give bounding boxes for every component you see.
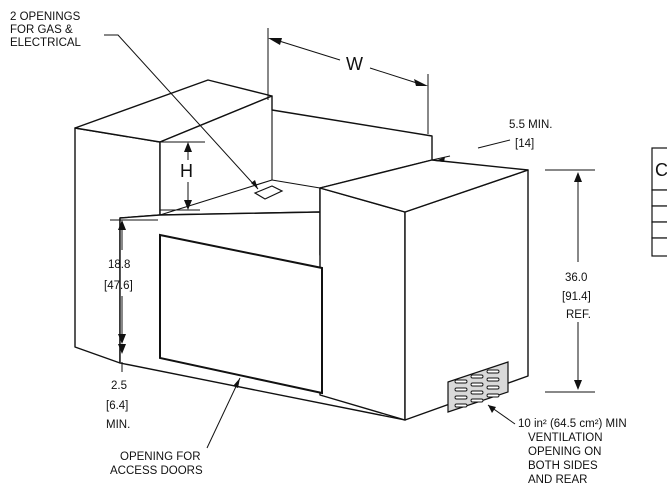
overall-height-ref: REF. <box>566 309 591 321</box>
gas-electrical-opening <box>253 185 284 200</box>
overall-height-value: 36.0 <box>565 272 587 284</box>
right-top-slab <box>319 159 529 213</box>
dimension-table: C <box>651 147 667 257</box>
access-doors-label-1: OPENING FOR <box>120 451 201 463</box>
base-clearance-value: 2.5 <box>111 380 127 392</box>
ventilation-label-1: 10 in² (64.5 cm²) MIN <box>518 418 627 430</box>
table-header-letter: C <box>655 160 667 180</box>
width-label: W <box>346 54 363 74</box>
access-door-opening <box>159 233 323 395</box>
ventilation-label-4: BOTH SIDES <box>528 460 598 472</box>
top-clearance-metric: [14] <box>515 138 534 150</box>
door-height-metric: [47.6] <box>104 280 133 292</box>
cutout-lines <box>159 110 321 216</box>
ventilation-label-3: OPENING ON <box>528 446 601 458</box>
base-clearance-metric: [6.4] <box>106 400 128 412</box>
right-tower-front <box>319 187 406 421</box>
ventilation-label-2: VENTILATION <box>528 432 603 444</box>
base-clearance-min: MIN. <box>106 419 130 431</box>
cabinet <box>74 79 529 421</box>
top-clearance-value: 5.5 MIN. <box>509 119 552 131</box>
door-height-value: 18.8 <box>108 259 130 271</box>
overall-height-metric: [91.4] <box>562 291 591 303</box>
openings-label-3: ELECTRICAL <box>10 37 82 49</box>
arrowheads <box>118 38 582 413</box>
ventilation-label-5: AND REAR <box>528 474 587 486</box>
access-doors-label-2: ACCESS DOORS <box>110 465 203 477</box>
height-label: H <box>180 161 193 181</box>
ventilation-grille <box>447 361 509 413</box>
openings-label-1: 2 OPENINGS <box>10 11 81 23</box>
openings-label-2: FOR GAS & <box>10 24 73 36</box>
